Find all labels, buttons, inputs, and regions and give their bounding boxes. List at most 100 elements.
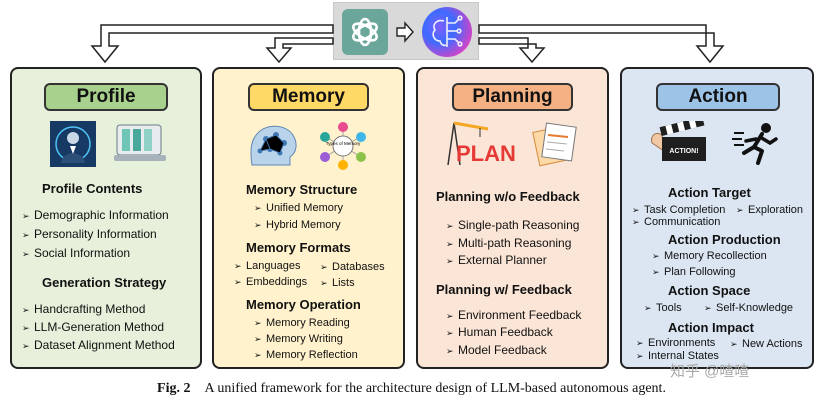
action-title: Action [656,83,780,111]
list-item: ➢Memory Reflection [254,349,358,361]
plan-image-label: PLAN [456,141,516,166]
bullet-arrow-icon: ➢ [254,318,262,328]
list-item: ➢Hybrid Memory [254,219,341,231]
list-item: ➢Lists [320,277,355,289]
planning-title: Planning [452,83,573,111]
bullet-arrow-icon: ➢ [636,338,644,348]
list-item: ➢Tools [644,302,682,314]
bullet-arrow-icon: ➢ [632,217,640,227]
list-item: ➢Environments [636,337,716,349]
bullet-arrow-icon: ➢ [644,303,652,313]
bullet-arrow-icon: ➢ [22,341,30,351]
bullet-arrow-icon: ➢ [254,334,262,344]
memory-panel: Memory Types of Memory Memory Structure … [212,67,405,369]
list-item: ➢Embeddings [234,276,308,288]
list-item: ➢Social Information [22,246,131,260]
running-person-icon [732,123,778,165]
list-item: ➢Model Feedback [446,343,547,357]
bullet-arrow-icon: ➢ [446,256,454,266]
action-target-heading: Action Target [668,185,751,200]
memory-image-label: Types of Memory [326,141,361,146]
list-item: ➢Demographic Information [22,208,169,222]
list-item: ➢New Actions [730,338,803,350]
list-item: ➢Plan Following [652,266,736,278]
list-item: ➢Databases [320,261,385,273]
list-item: ➢Handcrafting Method [22,302,146,316]
list-item: ➢Exploration [736,204,804,216]
bullet-arrow-icon: ➢ [234,277,242,287]
bullet-arrow-icon: ➢ [254,203,262,213]
memory-structure-heading: Memory Structure [246,182,358,197]
connector-arrows [90,24,725,64]
chatgpt-logo-icon [342,9,388,55]
model-icons-banner [333,2,479,60]
action-production-heading: Action Production [668,232,781,247]
memory-formats-heading: Memory Formats [246,240,351,255]
list-item: ➢Languages [234,260,301,272]
list-item: ➢Single-path Reasoning [446,218,580,232]
bullet-arrow-icon: ➢ [22,249,30,259]
bullet-arrow-icon: ➢ [254,350,262,360]
profile-panel: Profile Profile Contents ➢Demographic In… [10,67,202,369]
bullet-arrow-icon: ➢ [234,261,242,271]
list-item: ➢Communication [632,216,721,228]
plan-crane-icon: PLAN [447,121,516,166]
profile-person-icon [50,121,96,167]
list-item: ➢Memory Recollection [652,250,767,262]
plan-notes-icon [532,122,577,167]
bullet-arrow-icon: ➢ [446,221,454,231]
planning-without-feedback-heading: Planning w/o Feedback [436,189,580,204]
bullet-arrow-icon: ➢ [636,351,644,361]
list-item: ➢Environment Feedback [446,308,582,322]
bullet-arrow-icon: ➢ [22,211,30,221]
action-space-heading: Action Space [668,283,751,298]
memory-types-diagram-icon: Types of Memory [320,122,366,170]
profile-contents-heading: Profile Contents [42,181,143,196]
bullet-arrow-icon: ➢ [22,305,30,315]
bullet-arrow-icon: ➢ [320,262,328,272]
bullet-arrow-icon: ➢ [446,311,454,321]
bullet-arrow-icon: ➢ [736,205,744,215]
list-item: ➢Multi-path Reasoning [446,236,572,250]
bullet-arrow-icon: ➢ [320,278,328,288]
list-item: ➢Task Completion [632,204,726,216]
figure-label: Fig. 2 [157,381,191,396]
memory-operation-heading: Memory Operation [246,297,361,312]
bullet-arrow-icon: ➢ [704,303,712,313]
figure-caption: Fig. 2 A unified framework for the archi… [0,381,823,397]
memory-brain-head-icon [250,125,297,166]
bullet-arrow-icon: ➢ [446,346,454,356]
list-item: ➢External Planner [446,253,547,267]
generation-strategy-heading: Generation Strategy [42,275,167,290]
list-item: ➢LLM-Generation Method [22,320,165,334]
list-item: ➢Human Feedback [446,325,553,339]
profile-files-icon [114,124,166,161]
bullet-arrow-icon: ➢ [652,267,660,277]
bullet-arrow-icon: ➢ [22,230,30,240]
clapperboard-icon: ACTION! [651,121,706,161]
list-item: ➢Personality Information [22,227,157,241]
bullet-arrow-icon: ➢ [254,220,262,230]
arrow-right-icon [396,21,414,43]
bullet-arrow-icon: ➢ [446,328,454,338]
caption-text: A unified framework for the architecture… [204,381,666,396]
memory-title: Memory [248,83,369,111]
ai-brain-icon [422,7,472,57]
action-impact-heading: Action Impact [668,320,754,335]
bullet-arrow-icon: ➢ [652,251,660,261]
bullet-arrow-icon: ➢ [730,339,738,349]
watermark-text: 知乎 @喳喳 [670,363,750,380]
list-item: ➢Internal States [636,350,719,362]
planning-with-feedback-heading: Planning w/ Feedback [436,282,572,297]
action-panel: Action ACTION! Action Target ➢Task Compl… [620,67,814,369]
bullet-arrow-icon: ➢ [446,239,454,249]
planning-panel: Planning PLAN Planning w/o Feedback ➢Sin… [416,67,609,369]
profile-title: Profile [44,83,168,111]
bullet-arrow-icon: ➢ [632,205,640,215]
action-image-label: ACTION! [669,148,698,155]
list-item: ➢Memory Writing [254,333,343,345]
list-item: ➢Self-Knowledge [704,302,794,314]
bullet-arrow-icon: ➢ [22,323,30,333]
list-item: ➢Unified Memory [254,202,344,214]
list-item: ➢Dataset Alignment Method [22,338,175,352]
